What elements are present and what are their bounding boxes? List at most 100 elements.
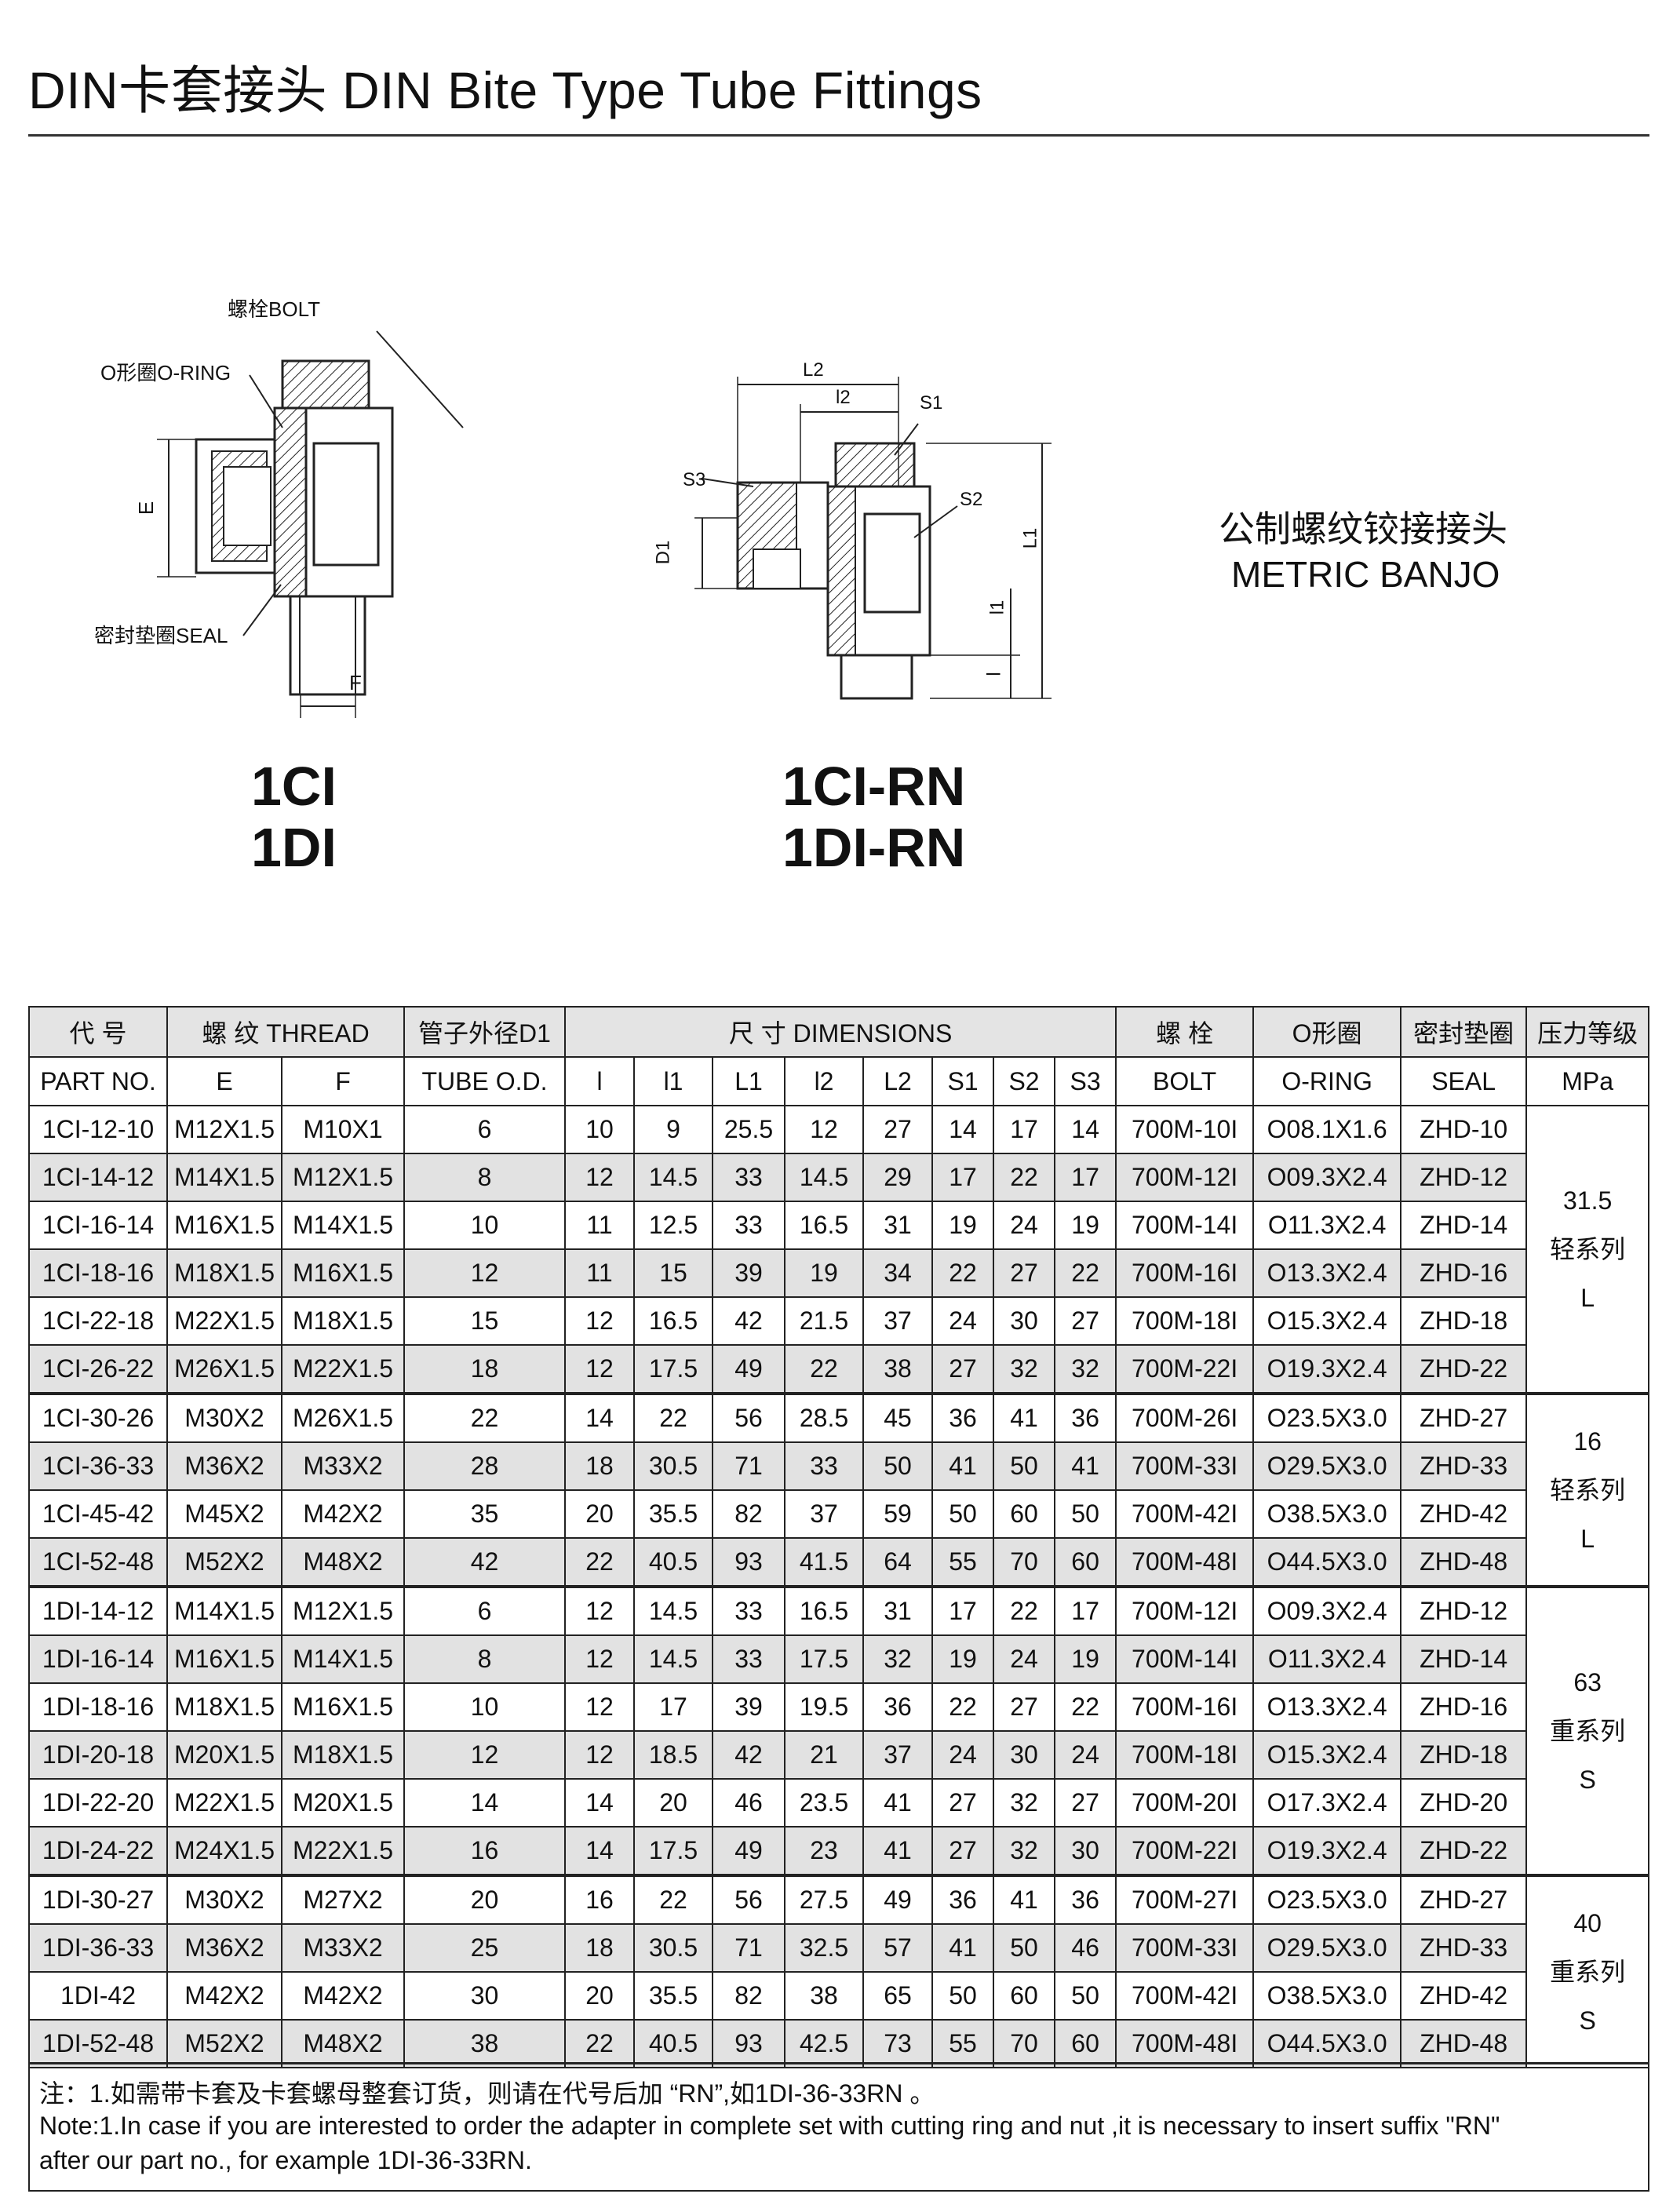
table-cell: 700M-18I [1115, 1296, 1255, 1346]
pressure-mpa: 63 [1573, 1668, 1602, 1696]
table-cell: 42.5 [784, 2019, 865, 2068]
table-cell: 700M-18I [1115, 1730, 1255, 1780]
title-divider [28, 134, 1649, 137]
table-cell: 12 [784, 1105, 865, 1154]
table-cell: 41 [931, 1441, 995, 1491]
table-cell: 700M-12I [1115, 1153, 1255, 1202]
col-s2: S2 [993, 1056, 1056, 1106]
table-cell: 17 [1054, 1153, 1117, 1202]
table-cell: 30 [993, 1296, 1056, 1346]
table-cell: 1CI-14-12 [28, 1153, 168, 1202]
drawing-1ci-rn: L2 l2 S1 S3 S2 D1 L1 l1 l [636, 353, 1075, 714]
table-cell: 37 [784, 1489, 865, 1539]
col-s3: S3 [1054, 1056, 1117, 1106]
table-cell: 16.5 [633, 1296, 714, 1346]
table-cell: 60 [1054, 1537, 1117, 1587]
table-cell: 1CI-16-14 [28, 1201, 168, 1250]
table-cell: 19 [784, 1248, 865, 1298]
table-cell: M14X1.5 [166, 1153, 282, 1202]
table-cell: 700M-10I [1115, 1105, 1255, 1154]
table-cell: 25 [403, 1923, 567, 1973]
col-L2: L2 [862, 1056, 934, 1106]
table-cell: 49 [862, 1874, 934, 1925]
table-cell: 1CI-45-42 [28, 1489, 168, 1539]
table-cell: 20 [564, 1971, 636, 2021]
table-cell: 14 [564, 1826, 636, 1876]
table-cell: 700M-20I [1115, 1778, 1255, 1828]
table-cell: 17 [931, 1153, 995, 1202]
table-cell: ZHD-12 [1400, 1585, 1528, 1636]
table-cell: 33 [712, 1153, 786, 1202]
table-cell: 73 [862, 2019, 934, 2068]
table-cell: 700M-16I [1115, 1248, 1255, 1298]
table-cell: 1CI-26-22 [28, 1344, 168, 1394]
table-cell: 50 [993, 1923, 1056, 1973]
table-cell: O38.5X3.0 [1252, 1971, 1402, 2021]
col-l1: l1 [633, 1056, 714, 1106]
table-cell: M18X1.5 [166, 1248, 282, 1298]
pressure-mpa: 40 [1573, 1909, 1602, 1937]
table-cell: 17 [633, 1682, 714, 1732]
table-cell: 22 [633, 1874, 714, 1925]
table-cell: 38 [403, 2019, 567, 2068]
model-label-rn: 1CI-RN 1DI-RN [782, 756, 965, 878]
table-cell: 1DI-36-33 [28, 1923, 168, 1973]
table-cell: 16.5 [784, 1585, 865, 1636]
table-cell: 1DI-16-14 [28, 1634, 168, 1684]
table-cell: 17 [931, 1585, 995, 1636]
table-cell: 19 [931, 1634, 995, 1684]
table-cell: 23.5 [784, 1778, 865, 1828]
table-cell: O13.3X2.4 [1252, 1682, 1402, 1732]
table-cell: 1DI-52-48 [28, 2019, 168, 2068]
table-cell: 700M-14I [1115, 1634, 1255, 1684]
table-cell: 30.5 [633, 1441, 714, 1491]
table-cell: M30X2 [166, 1874, 282, 1925]
table-cell: 24 [993, 1634, 1056, 1684]
label-oring: O形圈O-RING [100, 361, 231, 384]
table-cell: 14 [931, 1105, 995, 1154]
table-cell: 700M-42I [1115, 1489, 1255, 1539]
table-cell: 1DI-42 [28, 1971, 168, 2021]
table-cell: ZHD-20 [1400, 1778, 1528, 1828]
table-cell: 700M-14I [1115, 1201, 1255, 1250]
table-cell: 27 [862, 1105, 934, 1154]
table-cell: 55 [931, 1537, 995, 1587]
table-cell: 17 [993, 1105, 1056, 1154]
table-cell: 93 [712, 1537, 786, 1587]
table-cell: 82 [712, 1971, 786, 2021]
table-cell: 41 [1054, 1441, 1117, 1491]
table-cell: 21.5 [784, 1296, 865, 1346]
table-cell: 22 [403, 1392, 567, 1443]
table-cell: 25.5 [712, 1105, 786, 1154]
label-l: l [983, 672, 1005, 676]
table-cell: 6 [403, 1585, 567, 1636]
table-cell: 20 [633, 1778, 714, 1828]
table-cell: 42 [712, 1296, 786, 1346]
table-cell: M36X2 [166, 1923, 282, 1973]
table-cell: 33 [712, 1634, 786, 1684]
table-cell: 60 [993, 1489, 1056, 1539]
table-cell: 64 [862, 1537, 934, 1587]
col-oring-cn: O形圈 [1252, 1006, 1402, 1058]
table-cell: O38.5X3.0 [1252, 1489, 1402, 1539]
table-cell: ZHD-16 [1400, 1682, 1528, 1732]
table-cell: 27 [1054, 1296, 1117, 1346]
table-cell: 60 [1054, 2019, 1117, 2068]
col-bolt-cn: 螺 栓 [1115, 1006, 1255, 1058]
pressure-series: L [1580, 1284, 1595, 1312]
table-cell: 1DI-22-20 [28, 1778, 168, 1828]
table-cell: M22X1.5 [166, 1778, 282, 1828]
table-cell: O09.3X2.4 [1252, 1585, 1402, 1636]
table-cell: 28 [403, 1441, 567, 1491]
table-cell: O08.1X1.6 [1252, 1105, 1402, 1154]
table-cell: 32 [993, 1344, 1056, 1394]
table-cell: M12X1.5 [280, 1585, 406, 1636]
table-cell: 31 [862, 1201, 934, 1250]
table-cell: 12 [564, 1682, 636, 1732]
table-cell: 700M-26I [1115, 1392, 1255, 1443]
